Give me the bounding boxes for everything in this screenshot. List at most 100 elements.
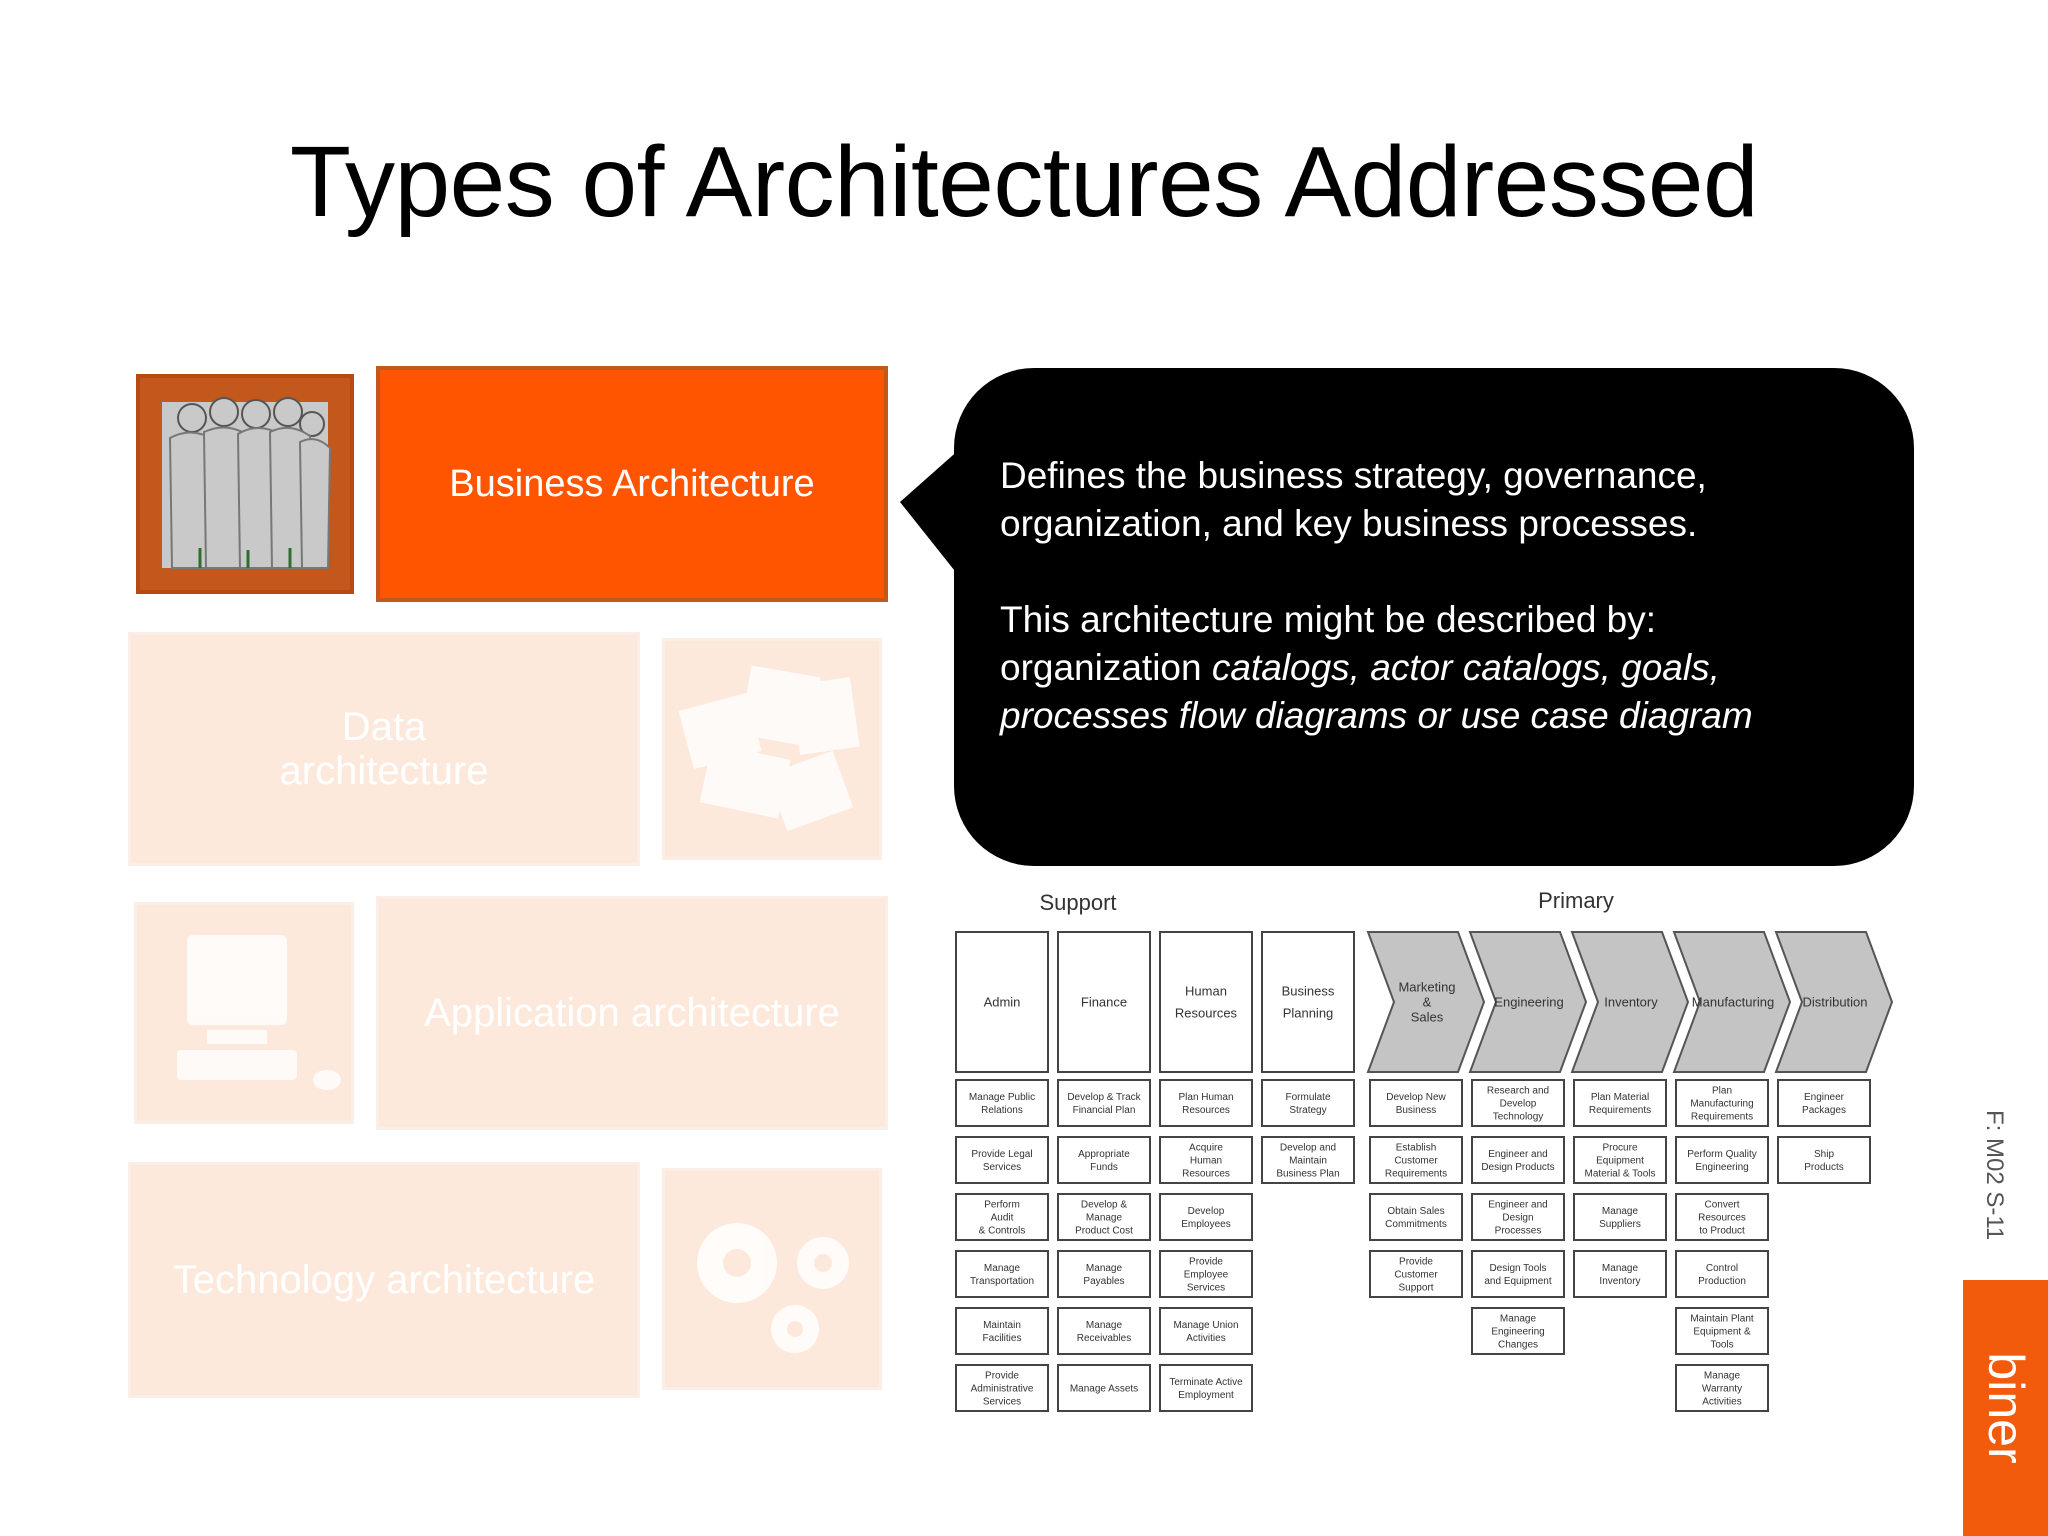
callout-line-5-italic: processes flow diagrams or use case diag… [1000,695,1753,736]
primary-header-label: Inventory [1604,995,1658,1010]
primary-header-label: Marketing&Sales [1398,980,1455,1025]
callout-line-1: Defines the business strategy, governanc… [1000,455,1707,496]
primary-chevron [1366,931,1486,1073]
support-activity-box [955,1364,1049,1412]
primary-activity-box [1369,1079,1463,1127]
computer-icon [134,902,354,1124]
support-activity-box [1057,1136,1151,1184]
support-activity-box [955,1079,1049,1127]
documents-pile-icon [662,638,882,860]
primary-activity-box [1675,1079,1769,1127]
callout-line-2: organization, and key business processes… [1000,503,1698,544]
business-people-icon [136,374,354,594]
support-activity-box [1057,1307,1151,1355]
primary-activity-box [1573,1136,1667,1184]
primary-activity-box [1573,1079,1667,1127]
data-architecture-tile[interactable]: Data architecture [128,632,640,866]
support-activity-box [955,1250,1049,1298]
primary-activity-box [1471,1307,1565,1355]
callout-line-3: This architecture might be described by: [1000,599,1657,640]
brand-logo-text: biner [1977,1352,2034,1464]
support-activity-box [1057,1250,1151,1298]
support-activity-box [1261,1136,1355,1184]
technology-architecture-tile[interactable]: Technology architecture [128,1162,640,1398]
support-activity-box [1159,1364,1253,1412]
primary-label: Primary [1538,888,1614,913]
primary-activity-box [1471,1079,1565,1127]
primary-activity-box [1777,1079,1871,1127]
callout-line-5: processes flow diagrams or use case diag… [1000,692,1854,740]
primary-header-label: Engineering [1494,995,1563,1010]
support-activity-box [955,1307,1049,1355]
primary-activity-box [1369,1250,1463,1298]
primary-chevron [1672,931,1792,1073]
support-header-box [1159,931,1253,1073]
slide-reference: F: M02 S-11 [1981,1110,2008,1241]
callout-line-4-italic: catalogs, actor catalogs, goals, [1211,647,1720,688]
primary-activity-box [1573,1193,1667,1241]
support-activity-box [1159,1307,1253,1355]
support-activity-box [1159,1250,1253,1298]
business-architecture-tile[interactable]: Business Architecture [376,366,888,602]
support-activity-box [1159,1136,1253,1184]
business-architecture-label: Business Architecture [449,462,815,505]
support-header-box [1057,931,1151,1073]
support-activity-box [1057,1364,1151,1412]
definition-callout: Defines the business strategy, governanc… [954,368,1914,866]
brand-tab: biner [1963,1280,2048,1536]
support-header-label: Admin [984,995,1021,1010]
primary-header-label: Distribution [1802,995,1867,1010]
primary-activity-box [1675,1136,1769,1184]
callout-line-4-plain: organization [1000,647,1212,688]
support-activity-box [955,1193,1049,1241]
application-architecture-tile[interactable]: Application architecture [376,896,888,1130]
primary-activity-box [1471,1136,1565,1184]
primary-activity-box [1369,1193,1463,1241]
gears-icon [662,1168,882,1390]
support-activity-box [955,1136,1049,1184]
support-activity-label: Manage Assets [1070,1384,1138,1395]
primary-activity-box [1369,1136,1463,1184]
technology-architecture-label: Technology architecture [172,1258,596,1302]
primary-activity-box [1675,1364,1769,1412]
primary-chevron [1774,931,1894,1073]
support-activity-box [1159,1193,1253,1241]
primary-chevron [1570,931,1690,1073]
support-activity-box [1261,1079,1355,1127]
primary-activity-box [1777,1136,1871,1184]
support-activity-box [1057,1079,1151,1127]
support-activity-box [1057,1193,1151,1241]
